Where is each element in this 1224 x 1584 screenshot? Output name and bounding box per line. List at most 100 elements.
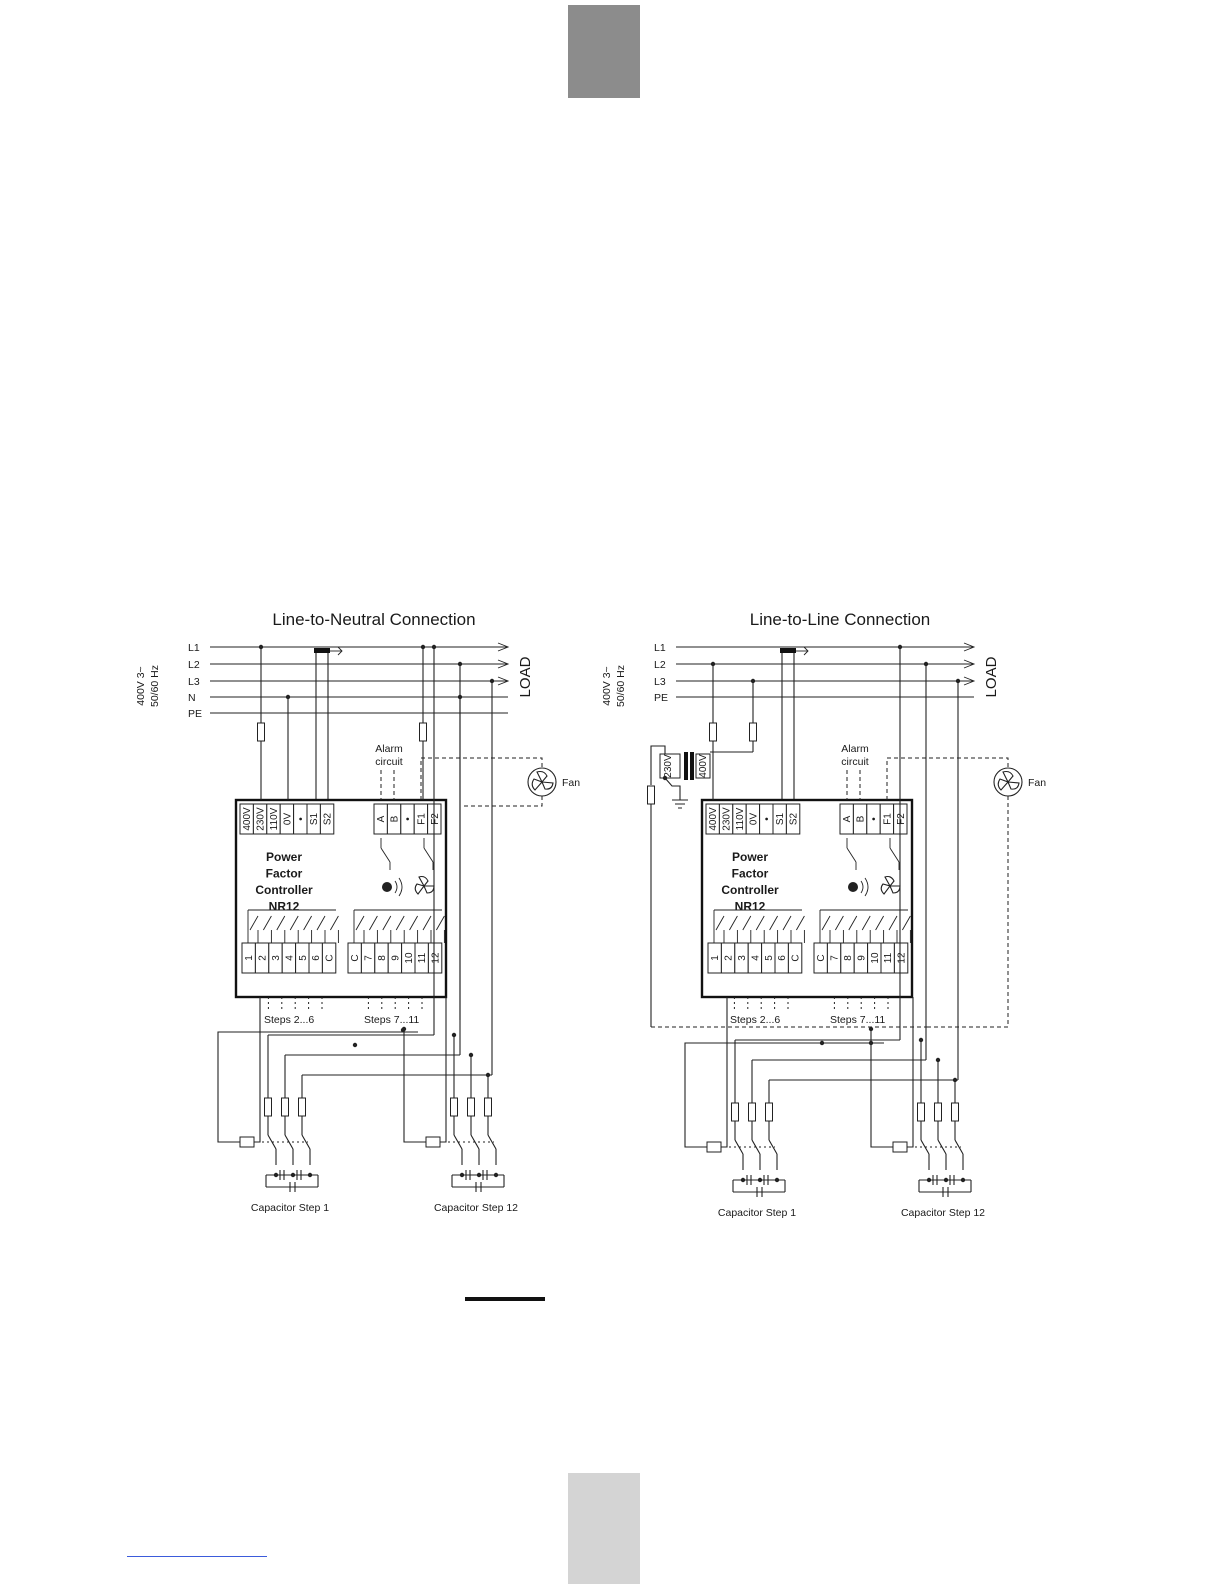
junction-dot: [750, 678, 756, 684]
power-terminal-label: S2: [323, 812, 334, 825]
bus-arrow: [497, 676, 510, 686]
step-terminal-label: 10: [870, 952, 881, 964]
steps-b-label: Steps 7...11: [830, 1014, 885, 1026]
fuse: [709, 722, 717, 742]
step-terminal-label: 10: [404, 952, 415, 964]
step-switch: [422, 915, 432, 931]
relay-terminal-label: •: [403, 817, 414, 821]
fuse: [419, 722, 427, 742]
relay-terminal-label: A: [376, 815, 387, 822]
fan-icon: [414, 875, 435, 895]
bus-arrow: [497, 659, 510, 669]
power-terminal-label: S2: [789, 812, 800, 825]
fuse: [731, 1102, 739, 1122]
junction-dot: [400, 1027, 406, 1033]
transformer-primary: [659, 753, 681, 779]
coil-return: [684, 1042, 884, 1148]
transformer-230v-label: 230V: [663, 754, 674, 778]
fuse: [467, 1097, 475, 1117]
junction-dot: [960, 1177, 966, 1183]
power-terminal-label: 0V: [282, 813, 293, 826]
step-switch: [729, 915, 738, 931]
coil-return: [217, 1031, 418, 1143]
supply-voltage-label: 400V 3~: [601, 666, 613, 705]
relay-terminal-label: F2: [430, 813, 441, 825]
load-label: LOAD: [983, 656, 1000, 697]
capacitor-label: Capacitor Step 12: [434, 1202, 518, 1214]
step-switch: [436, 915, 445, 931]
power-terminal-label: •: [762, 817, 773, 821]
fuse: [298, 1097, 306, 1117]
power-terminal-label: 400V: [242, 807, 253, 831]
contactor-pole: [487, 1134, 497, 1150]
power-terminal: [785, 803, 801, 835]
transformer-400v-label: 400V: [698, 754, 709, 778]
wire: [664, 777, 681, 800]
step-terminal-label: 11: [417, 952, 428, 963]
capacitor-label: Capacitor Step 1: [251, 1202, 329, 1214]
power-terminal-label: 0V: [748, 813, 759, 826]
line-to-line-diagram: Line-to-Line Connection 400V 3~50/60 HzL…: [601, 610, 1046, 1219]
fuse: [951, 1102, 959, 1122]
contactor-pole: [301, 1134, 311, 1150]
controller-name-line: NR12: [269, 900, 300, 914]
step-switch: [821, 915, 831, 931]
current-transformer: [314, 648, 330, 653]
step12-coil-wire: [907, 997, 914, 1148]
controller-name-line: Factor: [732, 867, 769, 881]
step-switch: [276, 915, 286, 931]
power-terminal-label: •: [296, 817, 307, 821]
transformer-secondary: [695, 753, 711, 779]
bus-arrow: [963, 642, 976, 652]
power-terminal: [319, 803, 335, 835]
junction-dot: [258, 644, 264, 650]
bus-label-l2: L2: [654, 659, 666, 671]
fuse: [765, 1102, 773, 1122]
junction-dot: [273, 1172, 279, 1178]
step-terminal-label: 1: [244, 955, 255, 961]
power-terminal-label: 230V: [256, 807, 267, 831]
alarm-label: circuit: [841, 756, 869, 768]
junction-dot: [868, 1026, 874, 1032]
bus-label-l3: L3: [654, 676, 666, 688]
step-switch: [755, 915, 765, 931]
coil12-return: [870, 1029, 893, 1148]
coil12-return: [403, 1029, 426, 1143]
current-transformer: [780, 648, 796, 653]
ground-symbol: [672, 799, 688, 809]
controller-name-line: Controller: [721, 883, 779, 897]
relay-contact: [889, 847, 900, 863]
controller-name-line: Controller: [255, 883, 313, 897]
fan-wire: [886, 757, 1009, 800]
fan-blades-icon: [531, 770, 554, 791]
step1-coil-wire: [721, 997, 728, 1148]
footer-link-underline[interactable]: [127, 1556, 267, 1557]
junction-dot: [819, 1040, 825, 1046]
transformer-core: [684, 752, 688, 780]
junction-dot: [774, 1177, 780, 1183]
alarm-label: Alarm: [841, 743, 869, 755]
bus-arrow: [963, 659, 976, 669]
line-to-neutral-diagram: Line-to-Neutral Connection 400V 3~50/60 …: [135, 610, 580, 1214]
step-terminal-label: 4: [284, 955, 295, 961]
power-terminal-label: 230V: [722, 807, 733, 831]
step-switch: [715, 915, 725, 931]
step-terminal-label: 8: [377, 955, 388, 961]
step-terminal: [321, 942, 337, 974]
junction-dot: [757, 1177, 763, 1183]
page-tab-bottom: [568, 1473, 640, 1584]
supply-voltage-label: 400V 3~: [135, 666, 147, 705]
buzzer-waves-icon: [394, 877, 403, 897]
junction-dot: [740, 1177, 746, 1183]
junction-dot: [459, 1172, 465, 1178]
junction-dot: [307, 1172, 313, 1178]
section-divider: [465, 1297, 545, 1301]
fuse: [257, 722, 265, 742]
step-switch: [861, 915, 871, 931]
step-switch: [848, 915, 858, 931]
capacitor-label: Capacitor Step 1: [718, 1207, 796, 1219]
step-switch: [263, 915, 272, 931]
alarm-label: Alarm: [375, 743, 403, 755]
buzzer-icon: [848, 882, 858, 892]
